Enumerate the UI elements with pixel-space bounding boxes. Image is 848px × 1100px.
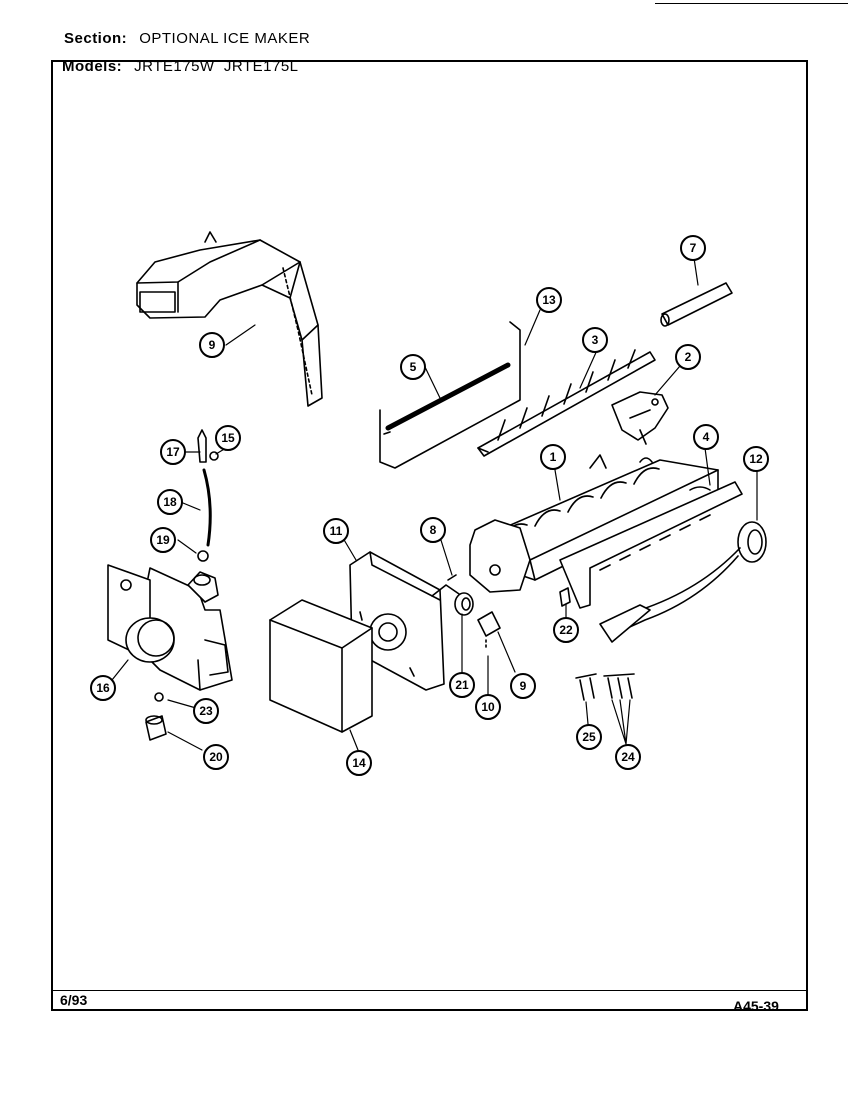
part-shutoff-arm [379,321,521,469]
footer-date: 6/93 [60,992,88,1008]
callout-leaders [111,257,758,751]
models-header: Models: JRTE175W JRTE175L [62,58,299,75]
callout-21: 21 [449,672,475,698]
svg-text:5: 5 [410,360,417,374]
svg-text:23: 23 [199,704,213,718]
callout-25: 25 [576,724,602,750]
callout-10: 10 [475,694,501,720]
top-edge-rule [655,3,848,4]
callout-12: 12 [743,446,769,472]
callout-4: 4 [693,424,719,450]
callout-1: 1 [540,444,566,470]
svg-text:11: 11 [330,524,343,538]
svg-text:17: 17 [166,445,180,459]
part-heater [559,481,743,609]
callout-13: 13 [536,287,562,313]
svg-text:21: 21 [455,678,469,692]
part-screws [575,673,635,701]
part-inlet-tubing [197,429,219,562]
callout-11: 11 [323,518,349,544]
svg-text:15: 15 [221,431,235,445]
svg-text:16: 16 [96,681,110,695]
callout-3: 3 [582,327,608,353]
part-water-valve [107,564,233,691]
callout-5: 5 [400,354,426,380]
part-module-cover [269,599,373,733]
svg-text:10: 10 [481,700,495,714]
svg-text:12: 12 [749,452,763,466]
callout-7: 7 [680,235,706,261]
svg-text:22: 22 [559,623,573,637]
callout-2: 2 [675,344,701,370]
svg-text:18: 18 [163,495,177,509]
svg-text:7: 7 [690,241,697,255]
svg-text:13: 13 [542,293,556,307]
part-ejector [477,349,656,457]
svg-text:4: 4 [703,430,710,444]
callout-22: 22 [553,617,579,643]
part-fill-tube [660,282,733,327]
footer-divider [51,990,808,991]
callouts: 9 5 13 3 7 2 4 12 1 17 15 18 19 11 8 21 … [90,235,769,776]
callout-20: 20 [203,744,229,770]
callout-14: 14 [346,750,372,776]
svg-text:3: 3 [592,333,599,347]
part-valve-clip [145,692,167,741]
svg-text:20: 20 [209,750,223,764]
svg-text:9: 9 [209,338,216,352]
svg-text:1: 1 [550,450,557,464]
callout-9: 9 [199,332,225,358]
svg-text:14: 14 [352,756,366,770]
models-label: Models: [62,58,123,75]
part-ice-mold [469,454,719,593]
part-small-fittings [447,574,571,651]
svg-text:8: 8 [430,523,437,537]
callout-17: 17 [160,439,186,465]
section-header: Section: OPTIONAL ICE MAKER [64,30,310,47]
section-title: OPTIONAL ICE MAKER [139,30,311,47]
svg-text:25: 25 [582,730,596,744]
part-thermostat [737,521,767,563]
callout-24: 24 [615,744,641,770]
callout-8: 8 [420,517,446,543]
part-heater-leads [599,547,741,643]
svg-text:19: 19 [156,533,170,547]
diagram-frame [51,60,808,1011]
svg-text:9: 9 [520,679,527,693]
part-fill-trough [136,231,323,407]
footer-page-code: A45-39 [733,998,779,1014]
section-label: Section: [64,30,128,47]
callout-15: 15 [215,425,241,451]
svg-text:24: 24 [621,750,635,764]
svg-text:2: 2 [685,350,692,364]
callout-19: 19 [150,527,176,553]
models-list: JRTE175W JRTE175L [134,58,299,75]
callout-23: 23 [193,698,219,724]
callout-9-bracket: 9 [510,673,536,699]
part-shutoff-bracket [611,391,669,445]
callout-18: 18 [157,489,183,515]
callout-16: 16 [90,675,116,701]
